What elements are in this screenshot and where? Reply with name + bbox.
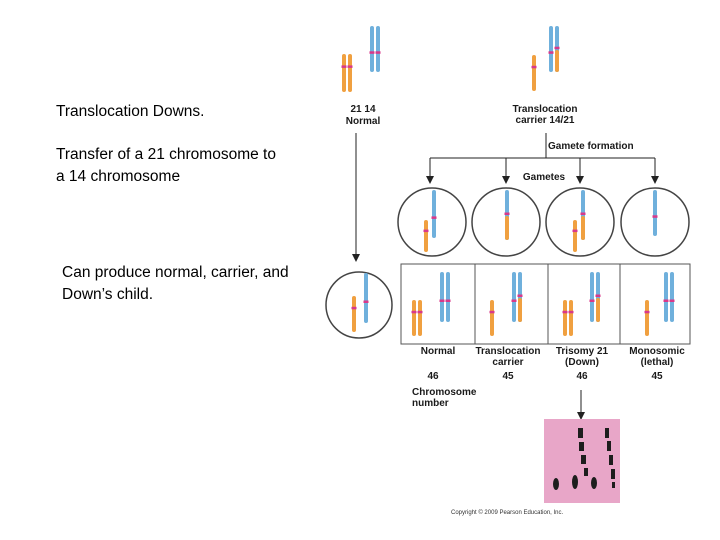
chromosome — [446, 272, 450, 322]
offspring-trisomy-count: 46 — [576, 371, 588, 382]
centromere — [423, 229, 429, 233]
centromere — [351, 306, 357, 310]
normal-gamete-circle — [325, 271, 393, 339]
normal-parent-label: Normal — [345, 116, 381, 127]
gamete-formation-label: Gamete formation — [548, 141, 634, 152]
chromosome — [440, 272, 444, 322]
offspring-monosomic-label: Monosomic (lethal) — [629, 346, 685, 368]
offspring-carrier-label: Translocation carrier — [475, 346, 541, 368]
gametes-label: Gametes — [522, 172, 566, 183]
chromosome — [653, 190, 657, 236]
centromere — [369, 51, 375, 54]
chromosome — [569, 300, 573, 336]
centromere — [431, 216, 437, 219]
centromere — [439, 299, 445, 302]
chromosome — [645, 300, 649, 336]
translocated-segment — [505, 216, 509, 240]
outcome-description: Can produce normal, carrier, and Down’s … — [62, 264, 289, 303]
chromosome — [424, 220, 428, 252]
centromere — [568, 310, 574, 314]
gamete-circle — [545, 187, 615, 257]
chromosome — [573, 220, 577, 252]
chromosome — [563, 300, 567, 336]
centromere — [411, 310, 417, 314]
chromosome — [348, 54, 352, 92]
translocated-segment — [518, 298, 522, 322]
carrier-parent-label: Translocation carrier 14/21 — [512, 104, 578, 126]
centromere — [347, 65, 353, 68]
transfer-description: Transfer of a 21 chromosome to a 14 chro… — [56, 146, 276, 185]
centromere — [669, 299, 675, 302]
slide-title: Translocation Downs. — [56, 103, 205, 120]
offspring-trisomy-label: Trisomy 21 (Down) — [555, 346, 609, 368]
chromosome-number-label: Chromosome number — [412, 387, 477, 409]
chromosome — [370, 26, 374, 72]
chromosome — [549, 26, 553, 72]
offspring-monosomic-count: 45 — [651, 371, 663, 382]
centromere — [572, 229, 578, 233]
offspring-carrier-count: 45 — [502, 371, 514, 382]
chromosome — [412, 300, 416, 336]
centromere — [517, 294, 523, 297]
centromere — [595, 294, 601, 297]
centromere — [554, 46, 560, 50]
centromere — [417, 310, 423, 314]
centromere — [580, 212, 586, 215]
chromosome — [532, 55, 536, 91]
translocated-segment — [555, 50, 559, 72]
offspring-normal-label: Normal — [420, 346, 456, 357]
chromosome — [490, 300, 494, 336]
chromosome — [432, 190, 436, 238]
centromere — [562, 310, 568, 314]
centromere — [589, 299, 595, 302]
centromere — [341, 65, 347, 68]
centromere — [489, 310, 495, 314]
offspring-normal-count: 46 — [427, 371, 439, 382]
chromosome — [664, 272, 668, 322]
translocated-segment — [596, 298, 600, 322]
chromosome — [670, 272, 674, 322]
chromosome — [590, 272, 594, 322]
chromosomes — [341, 26, 675, 336]
translocated-segment — [581, 216, 585, 240]
centromere — [504, 212, 510, 215]
chromosome — [342, 54, 346, 92]
centromere — [531, 65, 537, 69]
chromosome — [376, 26, 380, 72]
centromere — [644, 310, 650, 314]
chromosome — [512, 272, 516, 322]
karyotype-chromosomes — [553, 428, 615, 490]
chromosome — [352, 296, 356, 332]
centromere — [511, 299, 517, 302]
copyright-text: Copyright © 2009 Pearson Education, Inc. — [451, 510, 564, 516]
centromere — [375, 51, 381, 54]
centromere — [652, 215, 658, 218]
centromere — [445, 299, 451, 302]
centromere — [363, 300, 369, 303]
chromosome — [418, 300, 422, 336]
chromosome — [364, 273, 368, 323]
centromere — [663, 299, 669, 302]
normal-parent-numbers: 21 14 — [350, 104, 376, 115]
centromere — [548, 51, 554, 54]
